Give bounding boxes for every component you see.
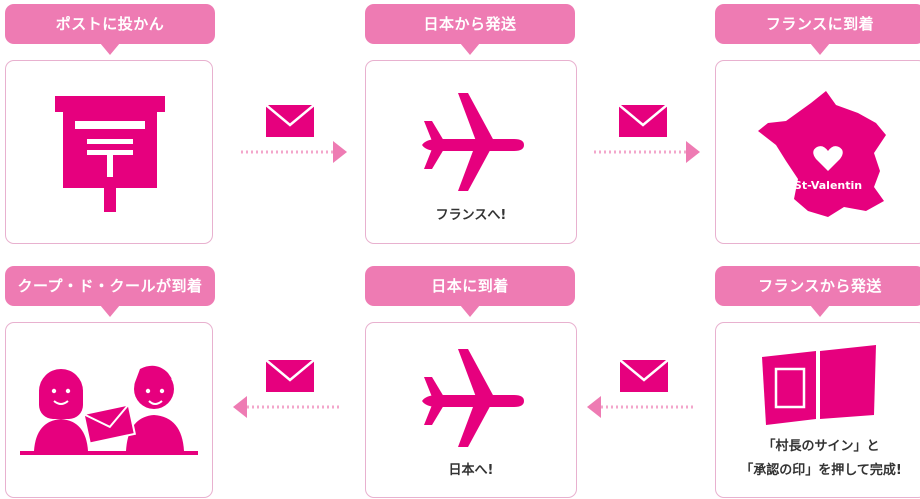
step-label: フランスに到着 xyxy=(715,4,920,55)
step-arrive-japan: 日本に到着 日本へ! xyxy=(365,266,577,499)
envelope-icon xyxy=(241,104,347,163)
people-letter-icon xyxy=(20,365,198,455)
step-label: クープ・ド・クールが到着 xyxy=(5,266,215,317)
step-card: フランスへ! xyxy=(365,60,577,244)
step-ship-from-france: フランスから発送 「村長のサイン」と 「承認の印」を押して完成! xyxy=(715,266,920,499)
arrow-left-icon xyxy=(587,396,601,418)
step-card: St-Valentin xyxy=(715,60,920,244)
postbox-icon xyxy=(55,96,165,212)
airplane-icon xyxy=(422,349,524,447)
connector-bottom-2 xyxy=(587,359,697,430)
arrow-left-icon xyxy=(233,396,247,418)
step-label: 日本に到着 xyxy=(365,266,575,317)
connector-top-2 xyxy=(590,104,700,175)
airplane-icon xyxy=(422,93,524,191)
envelope-icon xyxy=(594,104,700,163)
step-label: 日本から発送 xyxy=(365,4,575,55)
step-arrive-france: フランスに到着 St-Valentin xyxy=(715,4,920,244)
connector-bottom-1 xyxy=(233,359,343,430)
step-caption-line2: 「承認の印」を押して完成! xyxy=(740,463,902,478)
step-caption: フランスへ! xyxy=(435,208,507,223)
map-label: St-Valentin xyxy=(794,179,862,192)
step-card: 日本へ! xyxy=(365,322,577,498)
step-caption: 日本へ! xyxy=(448,463,494,478)
envelope-icon xyxy=(587,359,693,418)
heart-icon xyxy=(813,146,843,171)
step-ship-from-japan: 日本から発送 フランスへ! xyxy=(365,4,577,244)
step-label: フランスから発送 xyxy=(715,266,920,317)
step-caption-line1: 「村長のサイン」と xyxy=(762,439,880,454)
step-arrive-coup-de-coeur: クープ・ド・クールが到着 xyxy=(5,266,215,499)
france-map-icon: St-Valentin xyxy=(758,91,886,217)
certificate-icon xyxy=(762,345,876,425)
step-card xyxy=(5,322,213,498)
envelope-icon xyxy=(233,359,339,418)
arrow-right-icon xyxy=(686,141,700,163)
step-card xyxy=(5,60,213,244)
step-card: 「村長のサイン」と 「承認の印」を押して完成! xyxy=(715,322,920,498)
connector-top-1 xyxy=(237,104,347,175)
step-post-box: ポストに投かん xyxy=(5,4,215,244)
step-label: ポストに投かん xyxy=(5,4,215,55)
arrow-right-icon xyxy=(333,141,347,163)
